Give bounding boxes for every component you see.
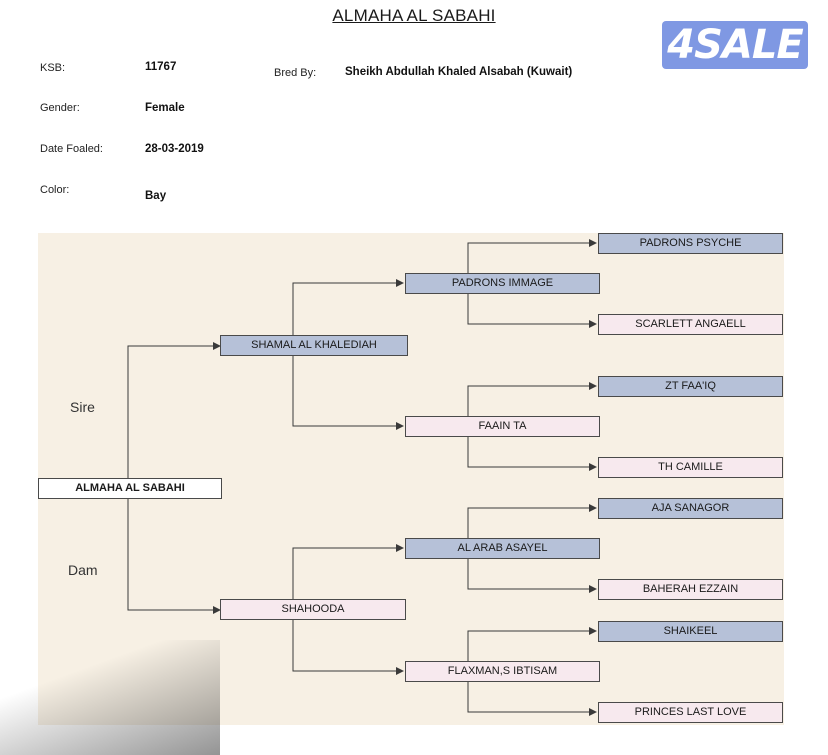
connector-ggp-1 — [467, 239, 597, 273]
dam-label: Dam — [68, 562, 98, 578]
horse-dam: SHAHOODA — [220, 599, 406, 620]
horse-ggp-4: TH CAMILLE — [598, 457, 783, 478]
gender-label: Gender: — [40, 102, 80, 114]
horse-ggp-8: PRINCES LAST LOVE — [598, 702, 783, 723]
connector-ggp-4 — [467, 436, 597, 471]
horse-ggp-3: ZT FAA'IQ — [598, 376, 783, 397]
horse-ggp-7: SHAIKEEL — [598, 621, 783, 642]
color-label: Color: — [40, 184, 70, 196]
connector-ggp-6 — [467, 558, 597, 593]
connector-ggp-3 — [467, 382, 597, 416]
connector-dam-dam — [292, 620, 404, 675]
horse-dam-dam: FLAXMAN,S IBTISAM — [405, 661, 600, 682]
bred-by-value: Sheikh Abdullah Khaled Alsabah (Kuwait) — [345, 66, 573, 78]
connector-dam-sire — [292, 544, 404, 600]
horse-dam-sire: AL ARAB ASAYEL — [405, 538, 600, 559]
connector-root-dam — [127, 481, 221, 614]
connector-sire-sire — [292, 279, 404, 336]
date-foaled-value: 28-03-2019 — [145, 143, 204, 155]
horse-ggp-1: PADRONS PSYCHE — [598, 233, 783, 254]
horse-sire: SHAMAL AL KHALEDIAH — [220, 335, 408, 356]
document-title: ALMAHA AL SABAHI — [332, 6, 496, 25]
ksb-value: 11767 — [145, 61, 177, 73]
horse-ggp-5: AJA SANAGOR — [598, 498, 783, 519]
sire-label: Sire — [70, 399, 95, 415]
brand-logo: 4SALE — [662, 21, 808, 69]
pedigree-chart: Sire Dam ALMAHA AL SABAHI SHAMAL AL KHAL… — [38, 233, 784, 725]
gender-value: Female — [145, 102, 185, 114]
connector-ggp-7 — [467, 627, 597, 661]
connector-root-sire — [127, 342, 221, 481]
connector-ggp-8 — [467, 681, 597, 716]
horse-sire-sire: PADRONS IMMAGE — [405, 273, 600, 294]
connector-ggp-5 — [467, 504, 597, 538]
ksb-label: KSB: — [40, 62, 66, 74]
color-value: Bay — [145, 190, 167, 202]
bred-by-label: Bred By: — [274, 67, 317, 79]
horse-ggp-2: SCARLETT ANGAELL — [598, 314, 783, 335]
connector-ggp-2 — [467, 293, 597, 328]
horse-sire-dam: FAAIN TA — [405, 416, 600, 437]
horse-ggp-6: BAHERAH EZZAIN — [598, 579, 783, 600]
pedigree-connectors — [127, 239, 597, 716]
horse-root: ALMAHA AL SABAHI — [38, 478, 222, 499]
date-foaled-label: Date Foaled: — [40, 143, 103, 155]
connector-sire-dam — [292, 356, 404, 430]
